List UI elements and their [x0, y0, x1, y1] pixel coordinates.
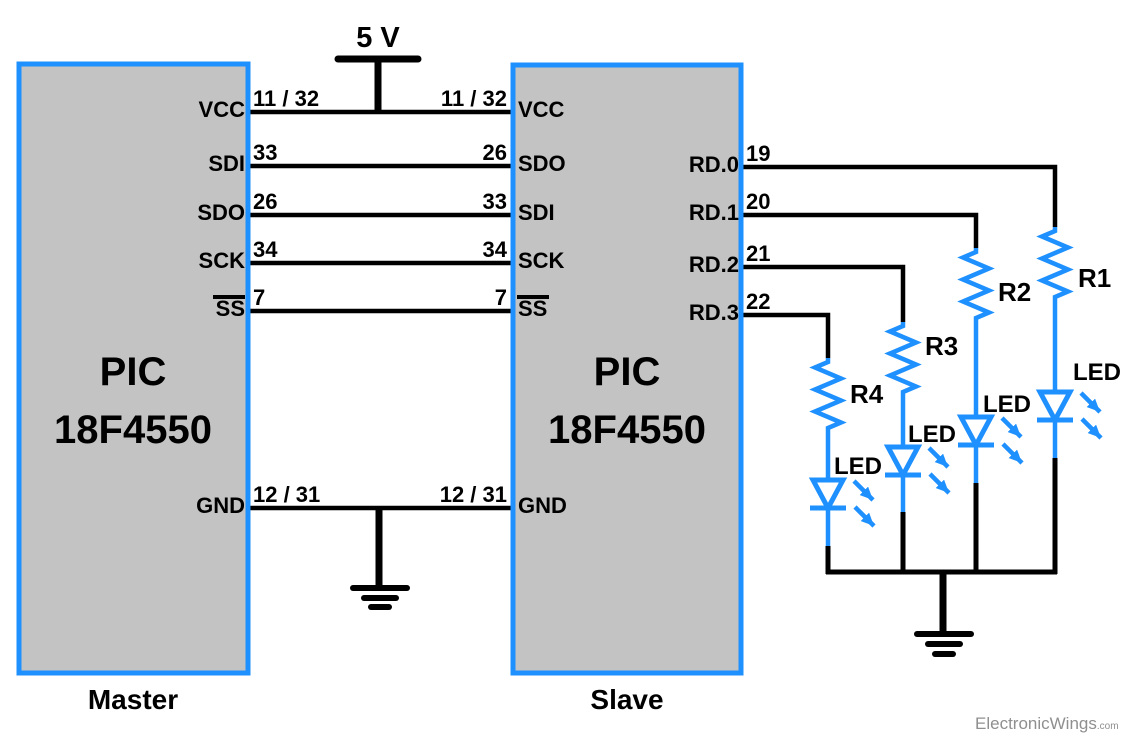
- slave-pin-rd3-number: 22: [746, 289, 770, 314]
- resistor-r2-label: R2: [998, 277, 1031, 307]
- master-pin-gnd-number: 12 / 31: [253, 482, 320, 507]
- master-pin-ss-number: 7: [253, 285, 265, 310]
- slave-pin-sdo-label: SDO: [518, 151, 566, 176]
- slave-pin-vcc-number: 11 / 32: [441, 86, 507, 111]
- led-symbol-4: [810, 480, 874, 526]
- master-chip-name-line1: PIC: [100, 350, 167, 394]
- master-pin-sdo-number: 26: [253, 189, 277, 214]
- slave-pin-rd0-number: 19: [746, 141, 770, 166]
- slave-pin-rd1-number: 20: [746, 189, 770, 214]
- slave-pin-rd2-number: 21: [746, 241, 770, 266]
- rd-output-wires: [741, 164, 1058, 358]
- spi-bus-wires: [248, 109, 513, 511]
- master-pin-sdo-label: SDO: [197, 200, 245, 225]
- wire-rd2: [741, 264, 906, 322]
- master-caption: Master: [88, 684, 178, 715]
- slave-caption: Slave: [590, 684, 663, 715]
- led-4-label: LED: [834, 453, 882, 480]
- watermark: ElectronicWings.com: [975, 714, 1119, 733]
- wire-rd0: [741, 164, 1058, 227]
- led-symbol-1: [1037, 392, 1101, 438]
- resistor-r4-label: R4: [850, 379, 884, 409]
- master-pin-vcc-label: VCC: [199, 97, 246, 122]
- slave-pin-sdi-label: SDI: [518, 200, 555, 225]
- master-chip-body: [16, 61, 251, 676]
- led-symbol-3: [885, 447, 949, 493]
- slave-pin-ss-number: 7: [495, 285, 507, 310]
- wire-rd3: [741, 312, 831, 358]
- supply-5v-label: 5 V: [356, 22, 400, 54]
- master-pin-vcc-number: 11 / 32: [253, 86, 319, 111]
- resistor-r3-label: R3: [925, 331, 958, 361]
- slave-chip-name-line2: 18F4550: [548, 408, 706, 452]
- slave-pin-sck-label: SCK: [518, 248, 565, 273]
- slave-pin-sdi-number: 33: [483, 189, 507, 214]
- slave-pin-ss-label: SS: [518, 296, 547, 321]
- master-chip: PIC 18F4550 Master VCC SDI SDO SCK SS GN…: [16, 61, 320, 715]
- master-pin-sck-number: 34: [253, 237, 278, 262]
- slave-pin-sdo-number: 26: [483, 140, 507, 165]
- slave-chip-name-line1: PIC: [594, 350, 661, 394]
- slave-chip: PIC 18F4550 Slave VCC SDO SDI SCK SS GND…: [440, 62, 770, 715]
- slave-chip-body: [510, 62, 744, 676]
- slave-pin-rd2-label: RD.2: [689, 252, 739, 277]
- master-pin-gnd-label: GND: [196, 493, 245, 518]
- slave-pin-rd3-label: RD.3: [689, 300, 739, 325]
- watermark-brand: ElectronicWings: [975, 714, 1097, 733]
- wire-rd1: [741, 212, 979, 248]
- master-chip-name-line2: 18F4550: [54, 408, 212, 452]
- led-symbol-2: [958, 417, 1022, 463]
- ground-symbol-right: [914, 570, 974, 657]
- watermark-suffix: .com: [1097, 721, 1119, 732]
- resistor-r4: [815, 358, 841, 436]
- led-3-label: LED: [908, 421, 956, 448]
- slave-pin-gnd-label: GND: [518, 493, 567, 518]
- resistor-r2: [963, 248, 989, 326]
- led-2-label: LED: [983, 391, 1031, 418]
- supply-5v: 5 V: [334, 22, 422, 114]
- master-pin-sdi-number: 33: [253, 140, 277, 165]
- ground-symbol-left: [350, 508, 410, 610]
- slave-pin-rd0-label: RD.0: [689, 152, 739, 177]
- slave-pin-sck-number: 34: [483, 237, 508, 262]
- slave-pin-gnd-number: 12 / 31: [440, 482, 507, 507]
- master-pin-ss-label: SS: [216, 296, 245, 321]
- slave-pin-rd1-label: RD.1: [689, 200, 739, 225]
- resistor-r1: [1042, 227, 1068, 305]
- resistor-r1-label: R1: [1078, 263, 1111, 293]
- resistor-r3: [890, 322, 916, 400]
- master-pin-sdi-label: SDI: [208, 151, 245, 176]
- master-pin-sck-label: SCK: [199, 248, 246, 273]
- led-1-label: LED: [1073, 359, 1121, 386]
- slave-pin-vcc-label: VCC: [518, 97, 565, 122]
